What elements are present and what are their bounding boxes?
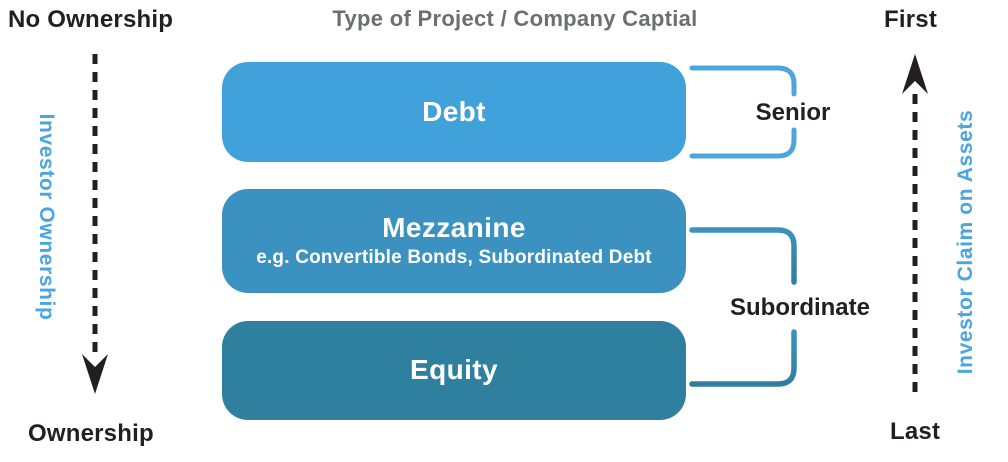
- subordinate-bracket: [688, 222, 808, 392]
- senior-bracket-bottom-hook: [689, 127, 797, 159]
- layer-subtitle-mezzanine: e.g. Convertible Bonds, Subordinated Deb…: [256, 247, 652, 269]
- layer-title-debt: Debt: [422, 95, 486, 127]
- layer-title-equity: Equity: [410, 354, 498, 386]
- left-axis-arrow: [80, 48, 110, 400]
- left-axis-top-label: No Ownership: [8, 6, 174, 33]
- right-axis-top-label: First: [884, 6, 938, 33]
- subordinate-bracket-label: Subordinate: [729, 294, 870, 321]
- layer-box-mezzanine: Mezzanine e.g. Convertible Bonds, Subord…: [222, 189, 686, 293]
- layer-box-debt: Debt: [222, 62, 686, 162]
- senior-bracket: [688, 60, 808, 164]
- up-arrowhead-icon: [902, 54, 928, 94]
- senior-bracket-top-hook: [689, 65, 797, 97]
- layer-title-mezzanine: Mezzanine: [382, 211, 526, 243]
- investor-claim-axis-label: Investor Claim on Assets: [954, 109, 977, 375]
- diagram-title: Type of Project / Company Captial: [332, 6, 698, 31]
- layer-box-equity: Equity: [222, 321, 686, 420]
- subordinate-bracket-bottom-hook: [689, 329, 797, 387]
- left-axis-bottom-label: Ownership: [28, 420, 154, 447]
- down-arrowhead-icon: [82, 354, 108, 394]
- investor-ownership-axis-label: Investor Ownership: [35, 113, 58, 321]
- right-axis-arrow: [900, 48, 930, 404]
- senior-bracket-label: Senior: [755, 99, 831, 126]
- right-axis-bottom-label: Last: [890, 418, 941, 445]
- subordinate-bracket-top-hook: [689, 227, 797, 285]
